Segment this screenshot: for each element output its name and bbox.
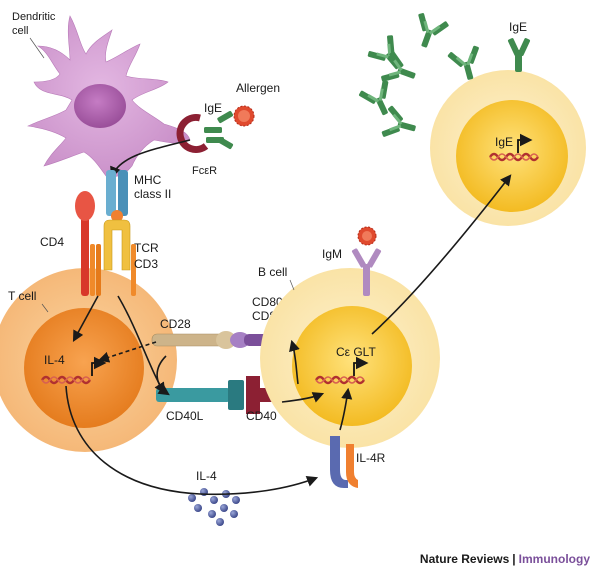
ige-top-label: IgE bbox=[509, 20, 527, 34]
cd40-label: CD40 bbox=[246, 409, 277, 423]
cd3-label: CD3 bbox=[134, 257, 158, 271]
dendritic-cell-label-1: Dendritic bbox=[12, 11, 56, 23]
mhc-label-1: MHC bbox=[134, 173, 162, 187]
cd28-label: CD28 bbox=[160, 317, 191, 331]
t-cell-label: T cell bbox=[8, 289, 36, 303]
allergen-label: Allergen bbox=[236, 81, 280, 95]
fcer-label: FcεR bbox=[192, 165, 217, 177]
dendritic-cell-label-2: cell bbox=[12, 25, 29, 37]
b-cell-label: B cell bbox=[258, 265, 287, 279]
cd3-complex: CD3 bbox=[90, 244, 158, 296]
mhc-class-ii: MHC class II bbox=[106, 170, 171, 222]
antigen-transfer-arrow bbox=[110, 139, 191, 179]
mhc-label-2: class II bbox=[134, 187, 171, 201]
tcr-receptor: TCR bbox=[103, 219, 159, 271]
credit-journal: Nature Reviews bbox=[419, 552, 510, 566]
cd4-label: CD4 bbox=[40, 235, 64, 249]
cd40l-label: CD40L bbox=[166, 409, 204, 423]
cd28-receptor: CD28 bbox=[151, 317, 236, 349]
il4-receptor: IL-4R bbox=[330, 436, 386, 488]
igm-receptor: IgM bbox=[322, 247, 382, 296]
il4-gene-label: IL-4 bbox=[44, 353, 65, 367]
ige-b-cell: IgE bbox=[430, 70, 586, 226]
igm-label: IgM bbox=[322, 247, 342, 261]
credit-separator: | bbox=[512, 552, 516, 566]
cd40-receptor: CD40 bbox=[246, 376, 282, 423]
tcr-label: TCR bbox=[134, 241, 159, 255]
cd40l-ligand: CD40L bbox=[156, 380, 244, 423]
allergen: Allergen bbox=[233, 81, 280, 127]
ige-molecule bbox=[408, 11, 451, 53]
ige-gene-label: IgE bbox=[495, 135, 513, 149]
il4r-label: IL-4R bbox=[356, 451, 386, 465]
allergen-on-igm bbox=[357, 226, 377, 246]
credit-subject: Immunology bbox=[518, 552, 590, 566]
figure-credit: Nature Reviews|Immunology bbox=[420, 552, 590, 566]
ige-receptor-plasma: IgE bbox=[507, 20, 531, 72]
ce-glt-label: Cε GLT bbox=[336, 345, 376, 359]
ige-on-dendritic: IgE bbox=[204, 101, 234, 150]
t-cell: IL-4 T cell bbox=[0, 268, 177, 452]
signal-arrows bbox=[65, 174, 512, 496]
secreted-il4: IL-4 bbox=[188, 469, 240, 526]
ige-dc-label: IgE bbox=[204, 101, 222, 115]
cd4-receptor: CD4 bbox=[40, 191, 95, 296]
il4-secreted-label: IL-4 bbox=[196, 469, 217, 483]
dendritic-cell: Dendritic cell bbox=[12, 11, 191, 177]
fcer-receptor: FcεR bbox=[176, 114, 217, 177]
